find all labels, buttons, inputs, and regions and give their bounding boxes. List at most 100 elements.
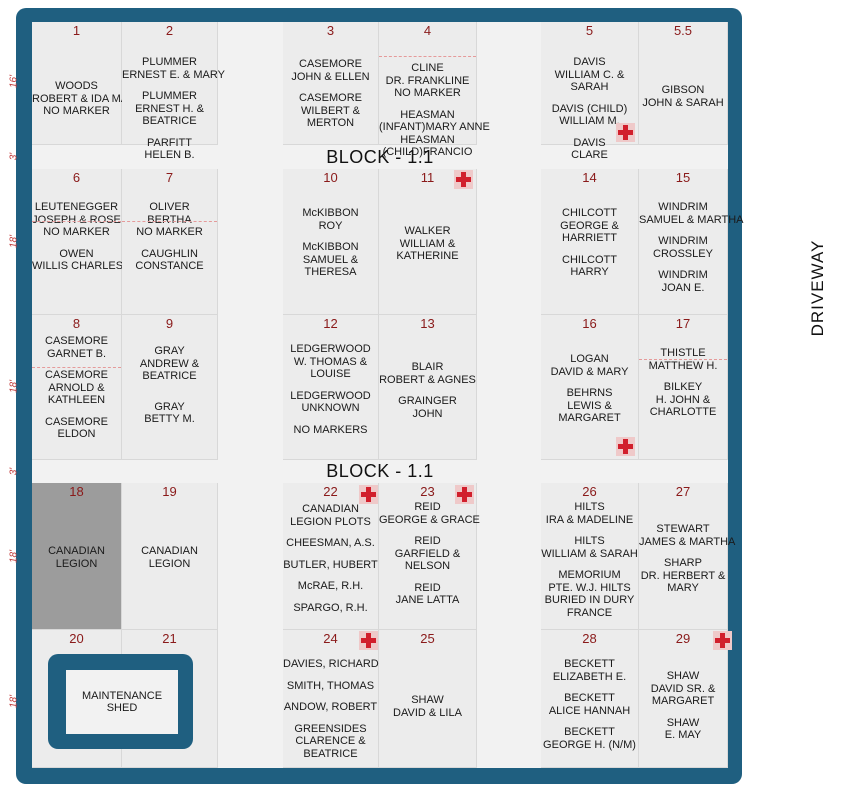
line-spacer — [283, 692, 378, 701]
plot-number: 5 — [585, 23, 594, 38]
interment-name-line: CROSSLEY — [653, 247, 713, 260]
maintenance-shed-label-line-2: SHED — [106, 702, 138, 714]
interment-name-line: CASEMORE — [45, 369, 108, 381]
plot-number: 24 — [323, 631, 338, 646]
interment-name-line: CASEMORE — [299, 92, 362, 104]
plot-number: 29 — [675, 631, 691, 646]
line-spacer — [379, 386, 476, 395]
interment-name-line: REID — [414, 535, 441, 547]
interment-name-line: JOHN & ELLEN — [291, 70, 370, 83]
interment-name-line: BECKETT — [564, 658, 615, 670]
line-spacer — [283, 671, 378, 680]
interment-name-line: GIBSON — [661, 84, 705, 96]
interment-name-line: DAVID & LILA — [393, 706, 462, 719]
interment-name-line: CLINE — [411, 62, 444, 74]
plot-number: 27 — [675, 484, 691, 499]
line-spacer — [541, 378, 638, 387]
interment-name-line: BEATRICE — [142, 115, 197, 127]
interment-name-line: OLIVER — [149, 201, 190, 213]
interment-name-line: GEORGE H. (N/M) — [543, 738, 636, 751]
red-cross-icon — [454, 170, 473, 189]
interment-name-line: E. MAY — [664, 729, 702, 741]
interment-name-line: LEDGERWOOD — [290, 389, 371, 402]
row-dimension-5: 3' — [8, 467, 20, 476]
interment-name-line: LEGION PLOTS — [290, 515, 371, 528]
interment-name-line: WILLIAM & SARAH — [541, 547, 638, 560]
interment-name-line: LEUTENEGGER — [34, 201, 119, 213]
row-dimension-6: 18' — [8, 549, 20, 564]
interment-name-line: BURIED IN DURY — [544, 594, 635, 606]
interment-name-line: SARAH — [570, 81, 609, 93]
interment-name-line: SPARGO, R.H. — [293, 601, 368, 614]
line-spacer — [639, 372, 727, 381]
plot-number: 16 — [582, 316, 597, 331]
interment-name-line: W. THOMAS & — [293, 355, 368, 368]
interment-name-line: GEORGE & GRACE — [379, 513, 480, 526]
interment-name-line: WINDRIM — [658, 269, 708, 281]
interment-name-line: WINDRIM — [658, 201, 708, 213]
interment-name-line: ERNEST H. & — [135, 102, 204, 115]
line-spacer — [283, 83, 378, 92]
plot-divider — [639, 359, 727, 360]
interment-name-line: HELEN B. — [144, 149, 195, 161]
interment-name-line: LEDGERWOOD — [290, 343, 371, 355]
interment-name-line: ROBERT & AGNES — [379, 373, 476, 386]
plot-number: 26 — [582, 484, 597, 499]
interment-name-line: LEGION — [148, 557, 191, 570]
interment-name-line: GARNET B. — [46, 347, 107, 360]
plot-divider — [32, 221, 121, 222]
plot-number: 6 — [72, 170, 81, 185]
interment-name-line: STEWART — [656, 523, 710, 535]
interment-name-line: WILBERT & — [301, 104, 360, 117]
interment-name-line: CASEMORE — [45, 335, 108, 347]
interment-name-line: McRAE, R.H. — [297, 580, 364, 592]
plot-number: 3 — [326, 23, 335, 38]
interment-name-line: PLUMMER — [141, 90, 197, 102]
interment-name-line: ERNEST E. & MARY — [122, 68, 225, 81]
interment-name-line: ROY — [318, 219, 343, 232]
interment-name-line: SMITH, THOMAS — [286, 679, 375, 692]
plot-number: 21 — [162, 631, 177, 646]
interment-name-line: HILTS — [574, 535, 605, 547]
interment-name-line: NO MARKER — [136, 226, 203, 238]
interment-name-line: WILLIAM M. — [559, 115, 620, 127]
plot-number: 13 — [420, 316, 435, 331]
line-spacer — [379, 573, 476, 582]
line-spacer — [283, 571, 378, 580]
interment-name-line: CONSTANCE — [135, 260, 204, 272]
